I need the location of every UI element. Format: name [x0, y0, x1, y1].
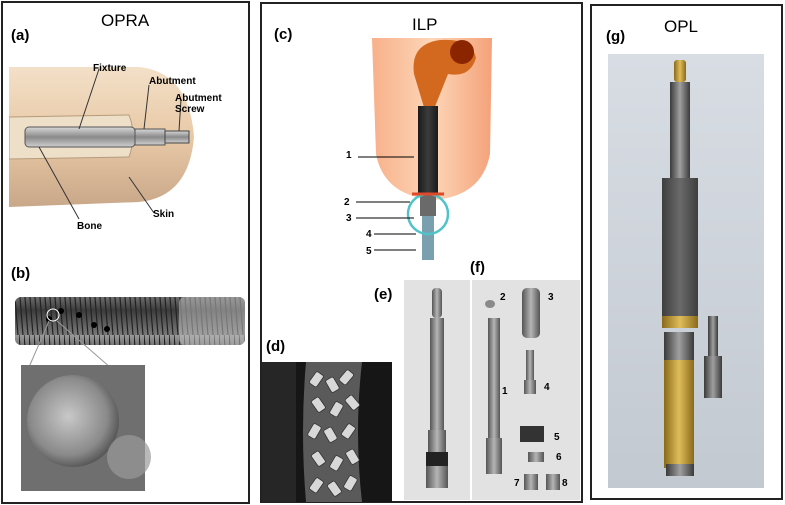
label-e: (e)	[374, 286, 393, 303]
c-label-1: 1	[346, 150, 352, 161]
f-label-6: 6	[556, 452, 562, 463]
opra-implant-illustration	[9, 67, 194, 220]
ilp-panel: ILP (c) 1 2 3 4 5	[260, 2, 583, 503]
label-a: (a)	[11, 27, 30, 44]
callout-bone: Bone	[77, 221, 102, 232]
opl-title: OPL	[664, 17, 699, 36]
fixture-shape	[24, 126, 136, 148]
f-label-5: 5	[554, 432, 560, 443]
porous-stem-section	[662, 178, 698, 326]
threaded-fixture-illustration	[15, 297, 245, 491]
ilp-femur-illustration	[372, 38, 492, 260]
label-f: (f)	[470, 259, 485, 276]
ilp-title: ILP	[412, 15, 438, 34]
c-label-2: 2	[344, 197, 350, 208]
opl-implant-photo	[608, 54, 764, 488]
f-label-3: 3	[548, 292, 554, 303]
label-d: (d)	[266, 338, 286, 355]
abutment-screw-shape	[164, 130, 190, 144]
f-label-2: 2	[500, 292, 506, 303]
label-c: (c)	[274, 26, 293, 43]
callout-fixture: Fixture	[93, 63, 127, 74]
porous-surface-micrograph	[262, 362, 392, 502]
callout-skin: Skin	[153, 209, 175, 220]
callout-abutment-screw: Abutment Screw	[175, 93, 222, 115]
label-g: (g)	[606, 28, 626, 45]
ilp-components-photo	[472, 280, 580, 500]
c-leader-lines	[356, 156, 416, 251]
abutment-shape	[134, 128, 166, 146]
opra-panel: OPRA (a) Fixture Abutment Abutment Screw	[1, 1, 250, 504]
c-label-5: 5	[366, 246, 372, 257]
opl-panel: OPL (g)	[590, 4, 783, 500]
f-label-1: 1	[502, 386, 508, 397]
f-label-8: 8	[562, 478, 568, 489]
f-label-7: 7	[514, 478, 520, 489]
c-label-3: 3	[346, 213, 352, 224]
label-b: (b)	[11, 265, 31, 282]
ilp-assembled-photo	[404, 280, 470, 500]
c-label-4: 4	[366, 229, 372, 240]
sem-sphere	[27, 375, 119, 467]
f-label-4: 4	[544, 382, 550, 393]
intramedullary-stem	[418, 106, 438, 194]
callout-abutment: Abutment	[149, 76, 196, 87]
opra-title: OPRA	[101, 11, 150, 30]
